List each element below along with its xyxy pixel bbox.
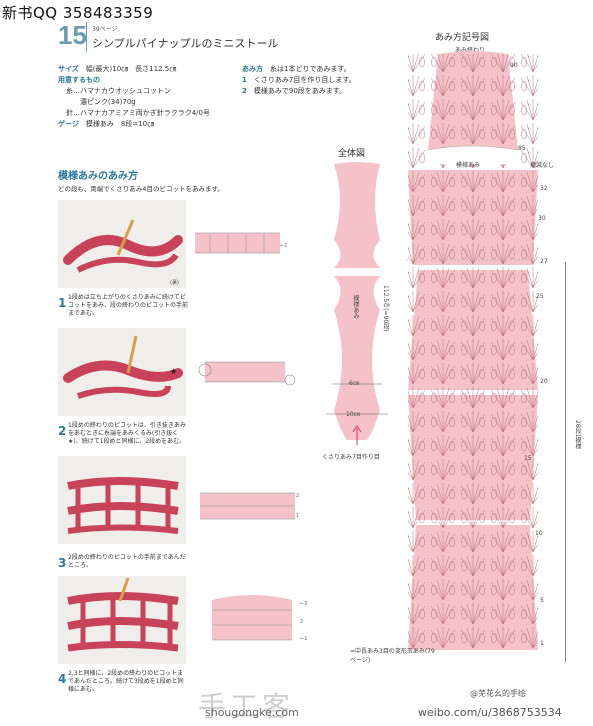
row-number: 85	[518, 145, 526, 152]
step-photo-4	[58, 576, 186, 664]
row-number: 15	[524, 455, 532, 462]
row-number: 10	[535, 530, 543, 537]
site-watermark: 手工客	[198, 690, 295, 723]
svg-text:1: 1	[296, 513, 299, 519]
step-number: 3	[58, 556, 67, 570]
chart-no-increase: 増減なし	[530, 162, 555, 169]
step-diagram-3: 2 1	[200, 492, 299, 520]
svg-text:2: 2	[296, 493, 299, 499]
title-divider	[86, 22, 87, 52]
weibo-name-watermark: @芜花幺的手绘	[470, 689, 526, 698]
row-number: 32	[540, 185, 548, 192]
overall-cast-on: くさりあみ7目作り目	[322, 454, 380, 461]
chart-note: =中長あみ3目の変形玉あみ(79ページ)	[350, 648, 435, 664]
step-photo-1: (裏)	[58, 200, 186, 288]
gauge-value: 模様あみ 8段=10㎝	[85, 120, 155, 128]
method-block: あみ方 糸は1本どりであみます。 1 くさりあみ7目を作り目します。 2 模様あ…	[242, 64, 392, 97]
method-label: あみ方	[242, 65, 263, 73]
site-url-watermark: shougongke.com	[205, 706, 299, 719]
method-step-text: くさりあみ7目を作り目します。	[253, 76, 356, 84]
symbol-chart	[406, 51, 540, 650]
pattern-number: 15	[58, 20, 87, 50]
photo-tag: (裏)	[170, 279, 179, 286]
step-text: 2,3と同様に、2段めの終わりのピコットまであんだところ。続けて3段めを1段めと…	[68, 670, 184, 693]
chart-pattern: 模様あみ	[456, 162, 481, 169]
yarn-photo-2: ★	[58, 328, 186, 416]
chart-repeat: 26段1模様	[574, 420, 581, 450]
size-value: 幅(最大)10㎝ 長さ112.5㎝	[85, 65, 177, 73]
row-number: 5	[540, 597, 544, 604]
yarn: 糸…ハマナカウオッシュコットン	[66, 87, 171, 95]
overall-width-bottom: 10㎝	[346, 411, 360, 418]
row-number: 1	[540, 640, 544, 647]
page-title: シンプルパイナップルのミニストール	[92, 37, 279, 50]
step-text: 2段めの終わりのピコットの手前まであんだところ。	[68, 554, 186, 569]
step-4: 4 2,3と同様に、2段めの終わりのピコットまであんだところ。続けて3段めを1段…	[58, 668, 184, 693]
step-photo-2: ★	[58, 328, 186, 416]
svg-text:←3: ←3	[300, 601, 307, 607]
row-number: 25	[536, 293, 544, 300]
overall-shape	[326, 162, 388, 445]
method-step-text: 模様あみで90段をあみます。	[253, 87, 347, 95]
overall-title: 全体図	[338, 149, 366, 159]
yarn-photo-1: (裏)	[58, 200, 186, 288]
step-1: 1 1段めは立ち上がりのくさりあみに続けてピコットをあみ、段の終わりのピコットの…	[58, 292, 188, 317]
page-reference: 39ページ	[92, 26, 118, 33]
size-label: サイズ	[58, 65, 79, 73]
gauge-label: ゲージ	[58, 120, 79, 128]
step-photo-3	[58, 456, 186, 544]
overall-length: 112.5㎝(=90段)	[382, 285, 389, 332]
step-number: 2	[58, 424, 67, 438]
chart-title: あみ方記号図	[435, 33, 490, 43]
step-diagram-1: ←1	[195, 232, 287, 254]
needle: 針…ハマナカアミアミ両かぎ針ラクラク4/0号	[66, 109, 210, 117]
method-note: 糸は1本どりであみます。	[270, 65, 351, 73]
materials-label: 用意するもの	[58, 76, 100, 84]
method-step-num: 2	[242, 87, 247, 95]
step-number: 4	[58, 672, 67, 686]
repeat-bracket	[565, 262, 566, 662]
row-number: 20	[540, 378, 548, 385]
step-text: 1段めの終わりのピコットは、引き抜きあみをあむときに糸端をあみくるみ(引き抜く★…	[68, 422, 186, 445]
technique-subtitle: どの段も、両端でくさりあみ4目のピコットをあみます。	[58, 185, 224, 193]
step-diagram-4: ←3 2 ←1	[212, 595, 307, 642]
technique-title: 模様あみのあみ方	[58, 171, 138, 182]
row-arrow: ←1	[280, 243, 287, 249]
row-number: 27	[540, 258, 548, 265]
method-step-num: 1	[242, 76, 247, 84]
star-marker: ★	[170, 367, 177, 376]
step-text: 1段めは立ち上がりのくさりあみに続けてピコットをあみ、段の終わりのピコットの手前…	[68, 294, 189, 317]
step-diagram-2	[198, 361, 296, 386]
svg-text:2: 2	[300, 619, 303, 625]
chart-end: あみ終わり	[455, 47, 486, 54]
yarn-color: 濃ピンク(34)70g	[80, 98, 136, 106]
step-3: 3 2段めの終わりのピコットの手前まであんだところ。	[58, 552, 186, 571]
step-2: 2 1段めの終わりのピコットは、引き抜きあみをあむときに糸端をあみくるみ(引き抜…	[58, 420, 186, 445]
row-number: 30	[538, 215, 546, 222]
yarn-photo-3	[58, 456, 186, 544]
svg-text:←1: ←1	[300, 636, 307, 642]
weibo-url-watermark: weibo.com/u/3868753534	[418, 706, 562, 719]
spec-block: サイズ 幅(最大)10㎝ 長さ112.5㎝ 用意するもの 糸…ハマナカウオッシュ…	[58, 64, 238, 130]
step-number: 1	[58, 296, 67, 310]
row-number: 90	[510, 62, 518, 69]
overall-width-mid: 6㎝	[349, 380, 359, 387]
overall-pattern: 模様あみ	[352, 295, 359, 319]
yarn-photo-4	[58, 576, 186, 664]
qq-contact: 新书QQ 358483359	[2, 4, 154, 22]
